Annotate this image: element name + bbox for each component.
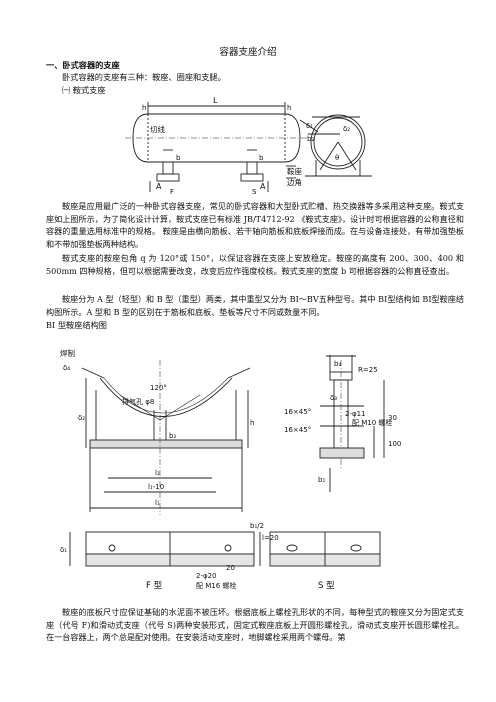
fig1-L: L — [213, 96, 218, 105]
fig1-delta2: δ₂ — [343, 125, 350, 133]
doc-title: 容器支座介绍 — [219, 47, 277, 58]
fig1-A-left: A — [156, 182, 162, 191]
fig2-dim30: 30 — [388, 414, 397, 422]
fig2-angle: 120° — [150, 384, 167, 392]
fig2-chamfer2: 16×45° — [284, 426, 311, 434]
fig1-A-right: A — [260, 182, 266, 191]
fig1-F: F — [170, 188, 174, 196]
fig2-holes2: 2-φ20 — [196, 572, 217, 580]
intro-text: 卧式容器的支座有三种：鞍座、圈座和支腿。 — [62, 72, 226, 82]
fig2-F: F 型 — [146, 581, 163, 591]
fig2-S: S 型 — [318, 581, 335, 591]
fig2-delta4: δ₄ — [63, 364, 70, 372]
fig1-b-left: b — [176, 154, 181, 162]
fig1-h: h — [287, 104, 291, 112]
paragraph-3: 鞍座分为 A 型（轻型）和 B 型（重型）两类，其中重型又分为 BⅠ～BⅤ五种型… — [46, 294, 464, 317]
fig2-h: h — [250, 419, 254, 427]
fig2-chamfer1: 16×45° — [284, 408, 311, 416]
fig2-R25: R=25 — [358, 366, 378, 374]
fig2-delta2: δ₂ — [78, 414, 85, 422]
fig2-l2: l₂ — [155, 469, 160, 477]
fig2-dim100: 100 — [388, 440, 401, 448]
fig2-l1: l₁ — [155, 499, 160, 507]
sub-heading: ㈠ 鞍式支座 — [62, 85, 106, 95]
fig2-vent: 排气孔 φ8 — [122, 397, 154, 406]
paragraph-4: 鞍座的底板尺寸应保证基础的水泥面不被压坏。根据底板上螺栓孔形状的不同，每种型式的… — [46, 607, 464, 643]
fig2-holes: 2-φ11 — [345, 410, 366, 418]
fig2-b1: b₁ — [318, 476, 325, 484]
fig2-b1half: b₁/2 — [250, 522, 264, 530]
fig1-label-saddle: 鞍座 — [287, 166, 302, 176]
fig2-l1m10: l₁-10 — [148, 483, 164, 491]
paragraph-1: 鞍座是应用最广泛的一种卧式容器支座，常见的卧式容器和大型卧式贮槽、热交换器等多采… — [46, 201, 464, 249]
fig1-delta1: δ₁ — [306, 122, 313, 130]
fig2-l20: l=20 — [262, 534, 279, 542]
fig2-delta3: δ₃ — [330, 394, 337, 402]
figure-2-caption: BI 型鞍座结构图 — [46, 320, 107, 330]
paragraph-2: 鞍式支座的鞍座包角 q 为 120°或 150°，以保证容器在支座上安放稳定。鞍… — [46, 253, 464, 276]
fig1-S: S — [252, 188, 257, 196]
fig2-delta1: δ₁ — [60, 546, 67, 554]
fig2-b2: b₂ — [169, 432, 176, 440]
fig1-h2: h — [142, 104, 146, 112]
fig2-bolt16: 配 M16 螺栓 — [196, 581, 236, 590]
fig1-theta: θ — [335, 154, 339, 162]
fig1-label-corner: 边角 — [287, 177, 302, 187]
fig2-b4: b₄ — [334, 360, 341, 368]
fig1-b2: b₂ — [307, 135, 314, 143]
fig2-weld: 焊制 — [60, 348, 75, 358]
section-heading: 一、卧式容器的支座 — [46, 60, 120, 70]
fig2-bolt: 配 M10 螺栓 — [352, 418, 392, 427]
fig2-dim20: 20 — [226, 564, 235, 572]
fig1-b-right: b — [259, 154, 264, 162]
fig1-label-tangent: 切线 — [150, 124, 165, 134]
